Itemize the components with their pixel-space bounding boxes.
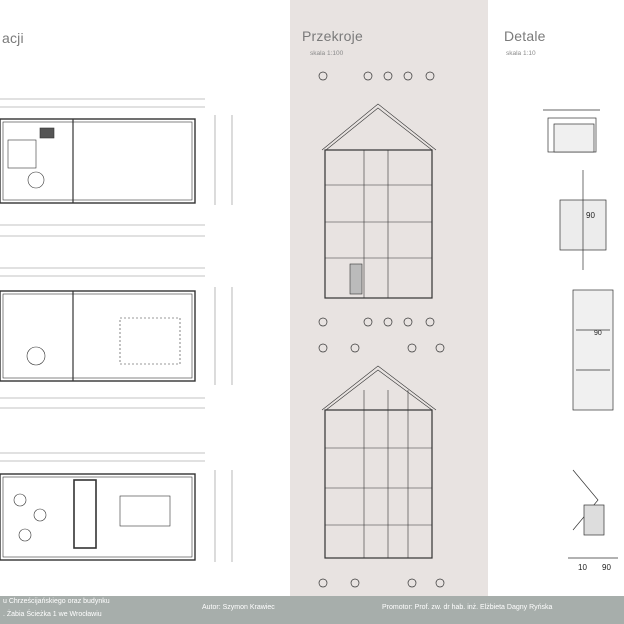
details-panel: Detale skala 1:10 90 90 10 90	[488, 0, 624, 596]
detail-dimension: 90	[594, 330, 602, 337]
details-scale: skala 1:10	[506, 50, 536, 57]
floor-plans-title: acji	[2, 30, 24, 46]
details-drawing	[543, 109, 618, 559]
detail-dimension: 90	[586, 211, 595, 220]
sections-title: Przekroje	[302, 28, 363, 44]
sections-scale: skala 1:100	[310, 50, 344, 57]
sections-panel: Przekroje skala 1:100	[290, 0, 488, 596]
details-title: Detale	[504, 28, 546, 44]
promotor: Promotor: Prof. zw. dr hab. inż. Elżbiet…	[382, 604, 553, 611]
detail-dimension: 90	[602, 563, 611, 572]
floor-plans-panel: acji	[0, 0, 290, 596]
footer-bar: u Chrześcijańskiego oraz budynku . Żabia…	[0, 596, 624, 624]
floor-plans-drawing	[0, 98, 233, 562]
sections-drawing	[318, 71, 445, 588]
detail-dimension: 10	[578, 563, 587, 572]
project-title-line1: u Chrześcijańskiego oraz budynku	[3, 598, 110, 605]
project-title-line2: . Żabia Ścieżka 1 we Wrocławiu	[3, 611, 102, 618]
author: Autor: Szymon Krawiec	[202, 604, 275, 611]
